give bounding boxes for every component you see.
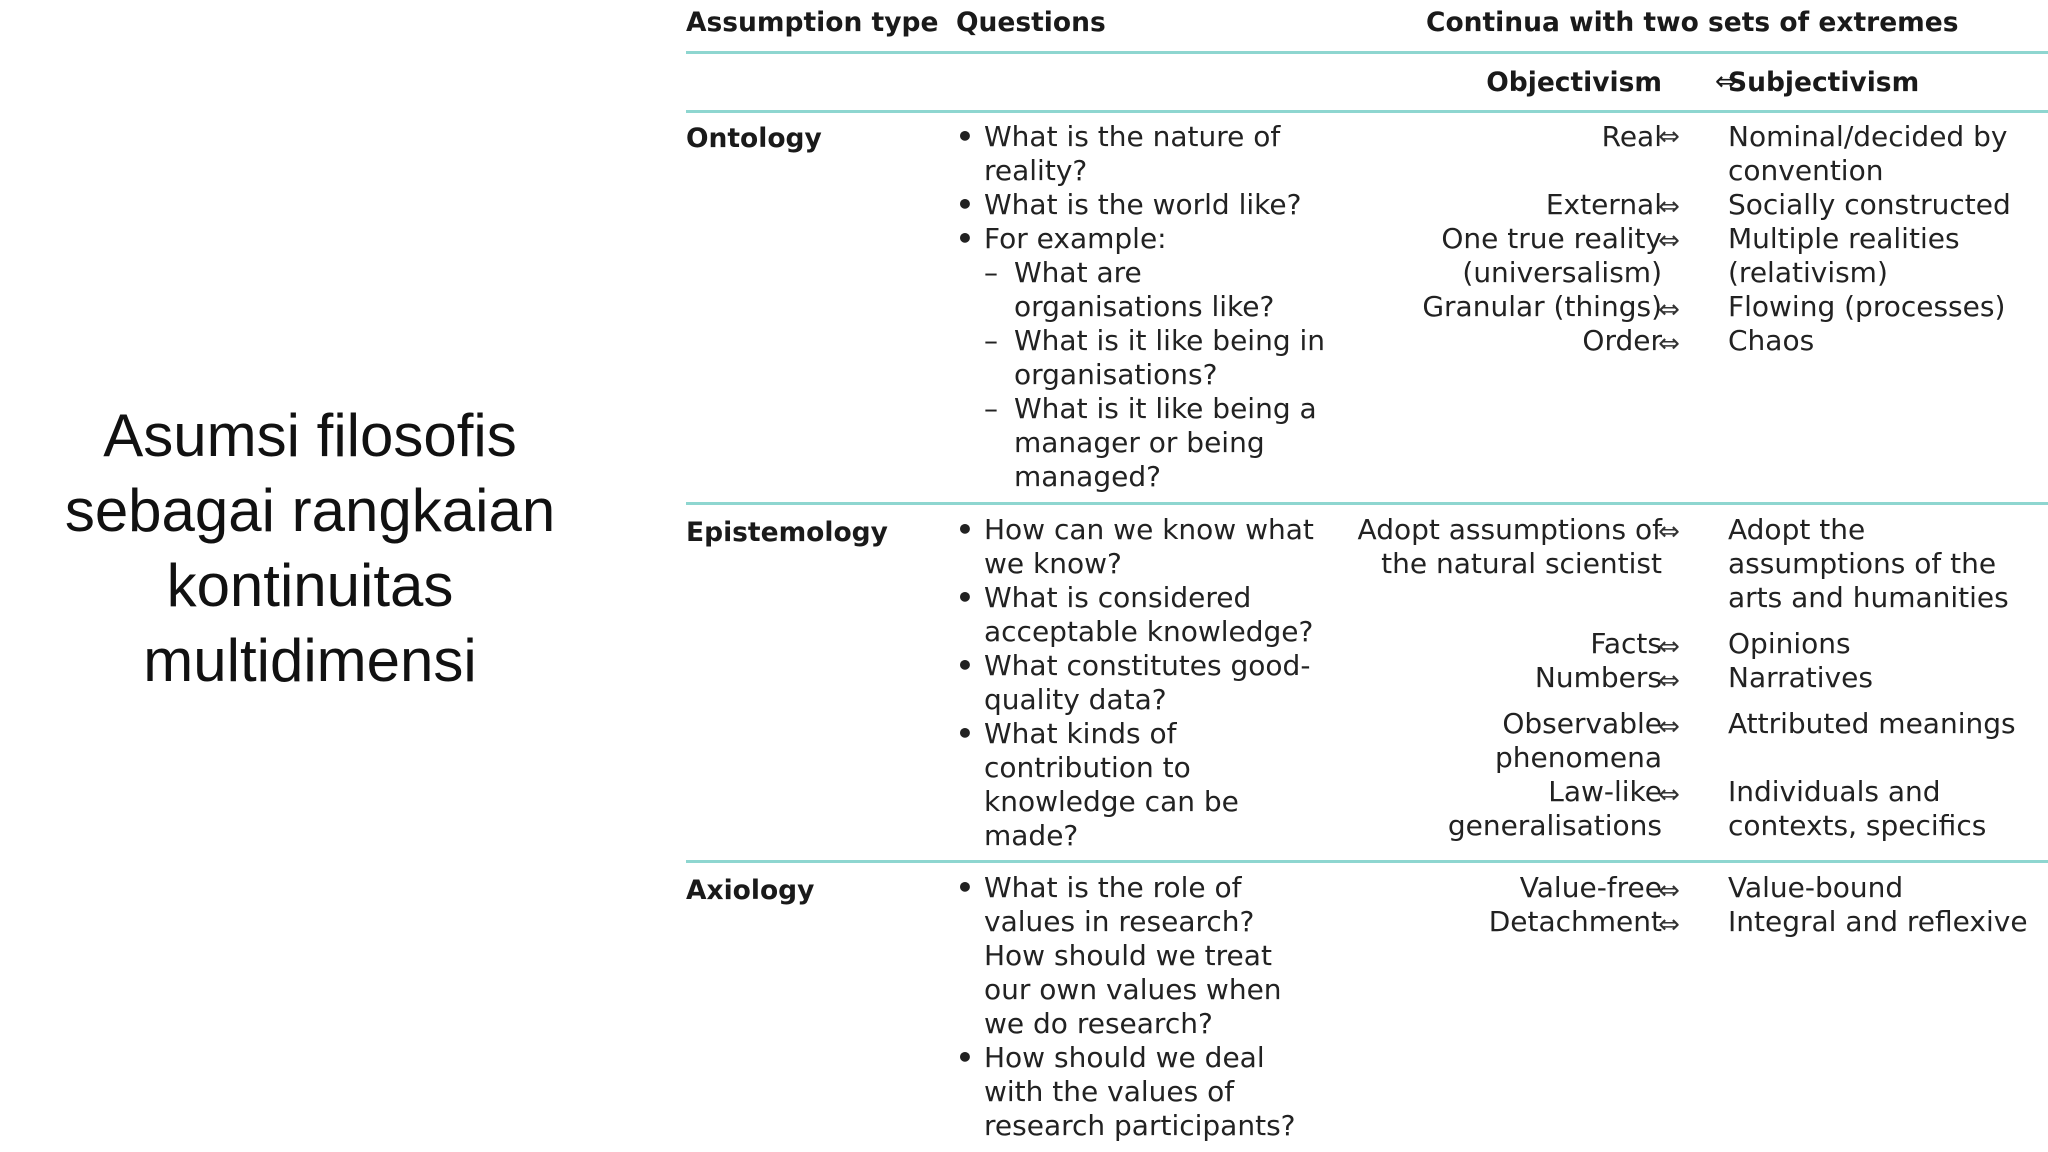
pair-right: Individuals and contexts, specifics xyxy=(1728,775,1987,842)
header-questions: Questions xyxy=(956,7,1106,38)
double-arrow-icon: ⇔ xyxy=(1658,295,1680,325)
title-line: Asumsi filosofis xyxy=(103,402,517,469)
pair-left: Observable phenomena xyxy=(1494,707,1662,774)
double-arrow-icon: ⇔ xyxy=(1658,666,1680,696)
pair-right: Value-bound xyxy=(1728,871,1904,904)
axiology-questions: •What is the role of values in research?… xyxy=(956,871,1316,1143)
table-rule xyxy=(686,110,2048,113)
epistemology-questions: •How can we know what we know? •What is … xyxy=(956,513,1316,853)
header-continua: Continua with two sets of extremes xyxy=(1426,7,1959,38)
pair-right: Integral and reflexive xyxy=(1728,905,2028,938)
category-axiology: Axiology xyxy=(686,875,815,906)
pair-left: Value-free xyxy=(1519,871,1662,904)
double-arrow-icon: ⇔ xyxy=(1658,329,1680,359)
header-subjectivism: Subjectivism xyxy=(1728,67,1920,98)
pair-right: Opinions xyxy=(1728,627,1851,660)
double-arrow-icon: ⇔ xyxy=(1658,876,1680,906)
double-arrow-icon: ⇔ xyxy=(1658,632,1680,662)
list-item: •What is the world like? xyxy=(956,188,1302,221)
pair-right: Chaos xyxy=(1728,324,1815,357)
list-item: •For example: –What are organisations li… xyxy=(956,222,1326,493)
list-item: •What is the nature of reality? xyxy=(956,120,1281,187)
header-objectivism: Objectivism xyxy=(1486,67,1662,98)
list-item: •How can we know what we know? xyxy=(956,513,1314,580)
pair-right: Multiple realities (relativism) xyxy=(1728,222,1960,289)
pair-left: External xyxy=(1545,188,1662,221)
pair-right: Socially constructed xyxy=(1728,188,2011,221)
table-rule xyxy=(686,860,2048,863)
list-subitem: –What is it like being in organisations? xyxy=(984,324,1326,391)
double-arrow-icon: ⇔ xyxy=(1658,712,1680,742)
double-arrow-icon: ⇔ xyxy=(1658,780,1680,810)
pair-right: Attributed meanings xyxy=(1728,707,2016,740)
list-item: •What constitutes good-quality data? xyxy=(956,649,1311,716)
list-subitem: –What is it like being a manager or bein… xyxy=(984,392,1317,493)
list-item: •What is the role of values in research?… xyxy=(956,871,1282,1040)
header-assumption-type: Assumption type xyxy=(686,7,939,38)
pair-right: Nominal/decided by convention xyxy=(1728,120,2008,187)
double-arrow-icon: ⇔ xyxy=(1658,910,1680,940)
pair-left: Numbers xyxy=(1534,661,1662,694)
table-rule xyxy=(686,51,2048,54)
table-rule xyxy=(686,502,2048,505)
pair-right: Flowing (processes) xyxy=(1728,290,2006,323)
double-arrow-icon: ⇔ xyxy=(1658,192,1680,222)
title-line: sebagai rangkaian xyxy=(64,477,556,544)
pair-left: Order xyxy=(1582,324,1662,357)
title-line: kontinuitas xyxy=(166,552,454,619)
list-item: •What is considered acceptable knowledge… xyxy=(956,581,1314,648)
double-arrow-icon: ⇔ xyxy=(1658,517,1680,547)
category-epistemology: Epistemology xyxy=(686,517,888,548)
pair-left: One true reality (universalism) xyxy=(1441,222,1662,289)
pair-right: Narratives xyxy=(1728,661,1873,694)
list-item: •How should we deal with the values of r… xyxy=(956,1041,1296,1142)
double-arrow-icon: ⇔ xyxy=(1658,226,1680,256)
pair-left: Law-like generalisations xyxy=(1447,775,1662,842)
ontology-questions: •What is the nature of reality? •What is… xyxy=(956,120,1326,494)
pair-left: Granular (things) xyxy=(1422,290,1662,323)
title-line: multidimensi xyxy=(143,627,477,694)
assumptions-table: Assumption type Questions Continua with … xyxy=(686,0,2048,1152)
pair-left: Real xyxy=(1601,120,1662,153)
slide-title: Asumsi filosofis sebagai rangkaian konti… xyxy=(40,398,580,698)
category-ontology: Ontology xyxy=(686,123,822,154)
pair-left: Adopt assumptions of the natural scienti… xyxy=(1357,513,1662,580)
double-arrow-icon: ⇔ xyxy=(1714,66,1738,97)
double-arrow-icon: ⇔ xyxy=(1658,122,1680,152)
pair-right: Adopt the assumptions of the arts and hu… xyxy=(1728,513,2009,614)
pair-left: Facts xyxy=(1590,627,1662,660)
list-item: •What kinds of contribution to knowledge… xyxy=(956,717,1239,852)
pair-left: Detachment xyxy=(1488,905,1662,938)
list-subitem: –What are organisations like? xyxy=(984,256,1275,323)
